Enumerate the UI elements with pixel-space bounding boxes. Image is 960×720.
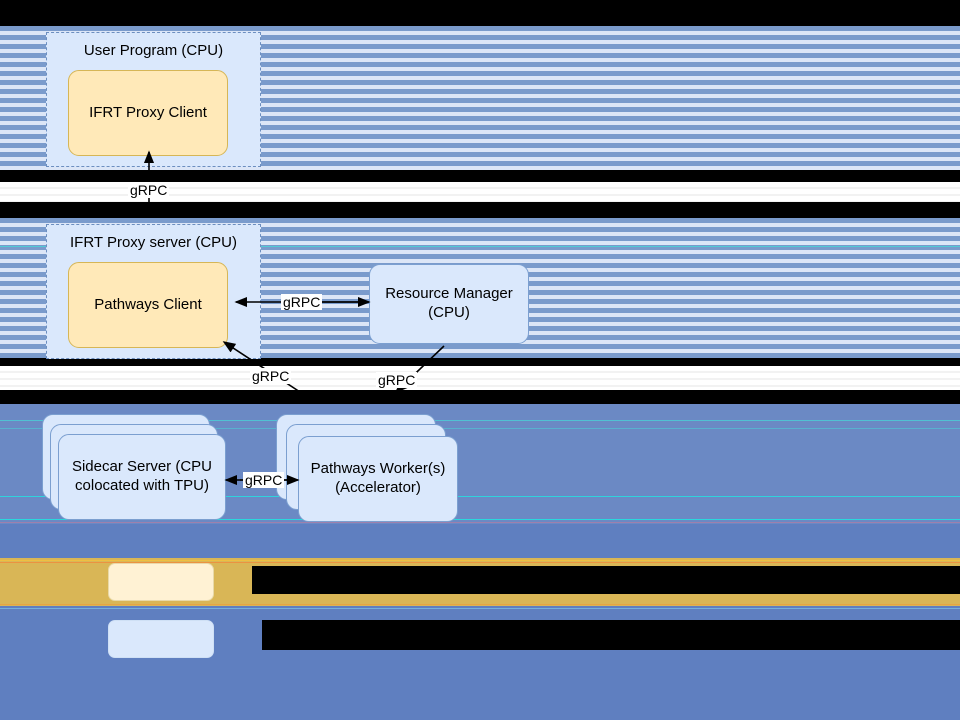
node-sidecar-server-line1: Sidecar Server (CPU — [71, 458, 213, 476]
artifact-band-solid — [0, 524, 960, 558]
artifact-hairline — [0, 522, 960, 523]
artifact-band-black — [0, 390, 960, 404]
node-sidecar-server-line2: colocated with TPU) — [75, 477, 209, 494]
legend-swatch-yellow — [108, 563, 214, 601]
node-resource-manager-line1: Resource Manager — [385, 285, 513, 303]
artifact-hairline — [0, 608, 960, 609]
artifact-band-faint — [0, 182, 960, 202]
edge-label-client-to-server: gRPC — [128, 182, 170, 198]
node-pathways-workers[interactable]: Pathways Worker(s) (Accelerator) — [298, 436, 458, 522]
artifact-hairline — [0, 428, 960, 429]
artifact-band-black — [0, 202, 960, 218]
artifact-hairline — [0, 604, 960, 605]
node-pathways-workers-line2: (Accelerator) — [335, 479, 421, 496]
edge-label-rm-to-pwclient: gRPC — [281, 294, 323, 310]
edge-label-pwclient-to-sidecar: gRPC — [250, 368, 292, 384]
artifact-hairline — [0, 519, 960, 520]
node-sidecar-server[interactable]: Sidecar Server (CPU colocated with TPU) — [58, 434, 226, 520]
node-ifrt-proxy-client-label: IFRT Proxy Client — [89, 103, 207, 121]
node-pathways-client[interactable]: Pathways Client — [68, 262, 228, 348]
artifact-band-black — [0, 0, 960, 26]
edge-label-sidecar-to-workers: gRPC — [243, 472, 285, 488]
artifact-band-black — [0, 358, 960, 366]
group-ifrt-proxy-server-label: IFRT Proxy server (CPU) — [70, 234, 237, 251]
artifact-legend-occluder — [252, 566, 960, 594]
edge-label-rm-to-workers: gRPC — [376, 372, 418, 388]
node-ifrt-proxy-client[interactable]: IFRT Proxy Client — [68, 70, 228, 156]
edge-pwclient-to-sidecar-line — [222, 341, 301, 393]
artifact-hairline — [0, 496, 960, 497]
artifact-band-faint — [0, 366, 960, 390]
artifact-legend-occluder — [262, 620, 960, 650]
group-user-program-label: User Program (CPU) — [83, 42, 224, 59]
artifact-band-black — [0, 170, 960, 182]
artifact-hairline — [0, 246, 960, 247]
artifact-hairline — [0, 562, 960, 563]
artifact-hairline — [0, 560, 960, 561]
node-pathways-workers-line1: Pathways Worker(s) — [310, 460, 446, 478]
node-resource-manager[interactable]: Resource Manager (CPU) — [369, 264, 529, 344]
node-pathways-client-label: Pathways Client — [94, 295, 202, 313]
artifact-hairline — [0, 420, 960, 421]
node-resource-manager-line2: (CPU) — [428, 304, 470, 321]
legend-swatch-blue — [108, 620, 214, 658]
